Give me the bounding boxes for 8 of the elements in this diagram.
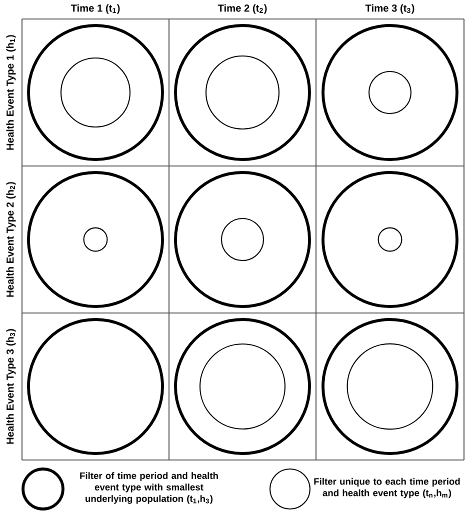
row-header: Health Event Type 1 (h$_{1}$) xyxy=(6,35,16,150)
legend-text: Filter unique to each time period and health event type (t$_{n}$,h$_{m}$) xyxy=(314,478,460,498)
legend-text: Filter of time period and health event type with smallest underlying population (t$_{1}$,h$_{3}$) xyxy=(80,472,218,504)
column-header: Time 3 (t$_{3}$) xyxy=(365,4,414,14)
row-header: Health Event Type 3 (h$_{3}$) xyxy=(6,329,16,444)
column-header: Time 1 (t$_{1}$) xyxy=(70,4,120,14)
row-header: Health Event Type 2 (h$_{2}$) xyxy=(6,182,16,297)
column-header: Time 2 (t$_{2}$) xyxy=(218,4,267,14)
